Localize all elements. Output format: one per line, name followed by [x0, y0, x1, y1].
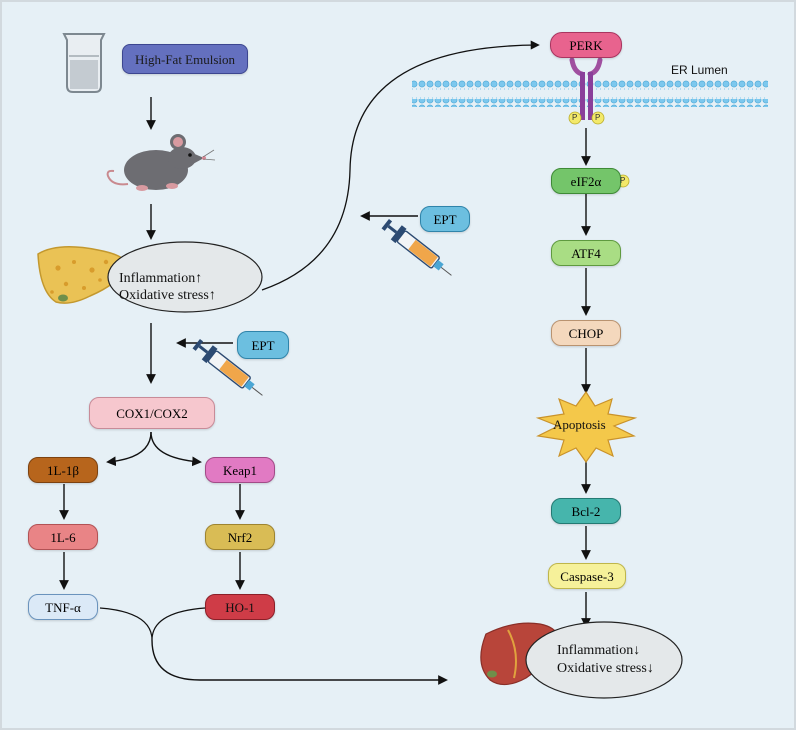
liver-state-ellipse — [107, 241, 263, 313]
eif2a-box: eIF2α — [551, 168, 621, 194]
keap1-box: Keap1 — [205, 457, 275, 483]
outcome-ellipse — [525, 621, 683, 699]
perk-box: PERK — [550, 32, 622, 58]
apoptosis-label: Apoptosis — [553, 417, 606, 432]
chop-box: CHOP — [551, 320, 621, 346]
bcl2-box: Bcl-2 — [551, 498, 621, 524]
phospho-label: P — [620, 176, 626, 185]
apoptosis-starburst — [535, 390, 638, 464]
nrf2-box: Nrf2 — [205, 524, 275, 550]
syringe-icon — [381, 218, 452, 276]
high-fat-emulsion-box: High-Fat Emulsion — [122, 44, 248, 74]
mouse-icon — [106, 134, 216, 191]
tnfa-box: TNF-α — [28, 594, 98, 620]
ho1-box: HO-1 — [205, 594, 275, 620]
liver-state-inflammation-up: Inflammation↑ — [119, 271, 203, 286]
phospho-label: P — [595, 113, 601, 122]
caspase3-box: Caspase-3 — [548, 563, 626, 589]
ept-box-left: EPT — [237, 331, 289, 359]
syringe-icon — [192, 338, 263, 396]
outcome-oxidative-down: Oxidative stress↓ — [557, 661, 654, 676]
atf4-box: ATF4 — [551, 240, 621, 266]
il6-box: 1L-6 — [28, 524, 98, 550]
ept-box-right: EPT — [420, 206, 470, 232]
il1b-box: 1L-1β — [28, 457, 98, 483]
liver-state-oxidative-up: Oxidative stress↑ — [119, 288, 216, 303]
cox1-cox2-box: COX1/COX2 — [89, 397, 215, 429]
er-lumen-label: ER Lumen — [671, 63, 728, 77]
phospho-label: P — [572, 113, 578, 122]
perk-receptor-icon — [569, 57, 603, 120]
beaker-icon — [62, 33, 106, 93]
outcome-inflammation-down: Inflammation↓ — [557, 643, 641, 658]
